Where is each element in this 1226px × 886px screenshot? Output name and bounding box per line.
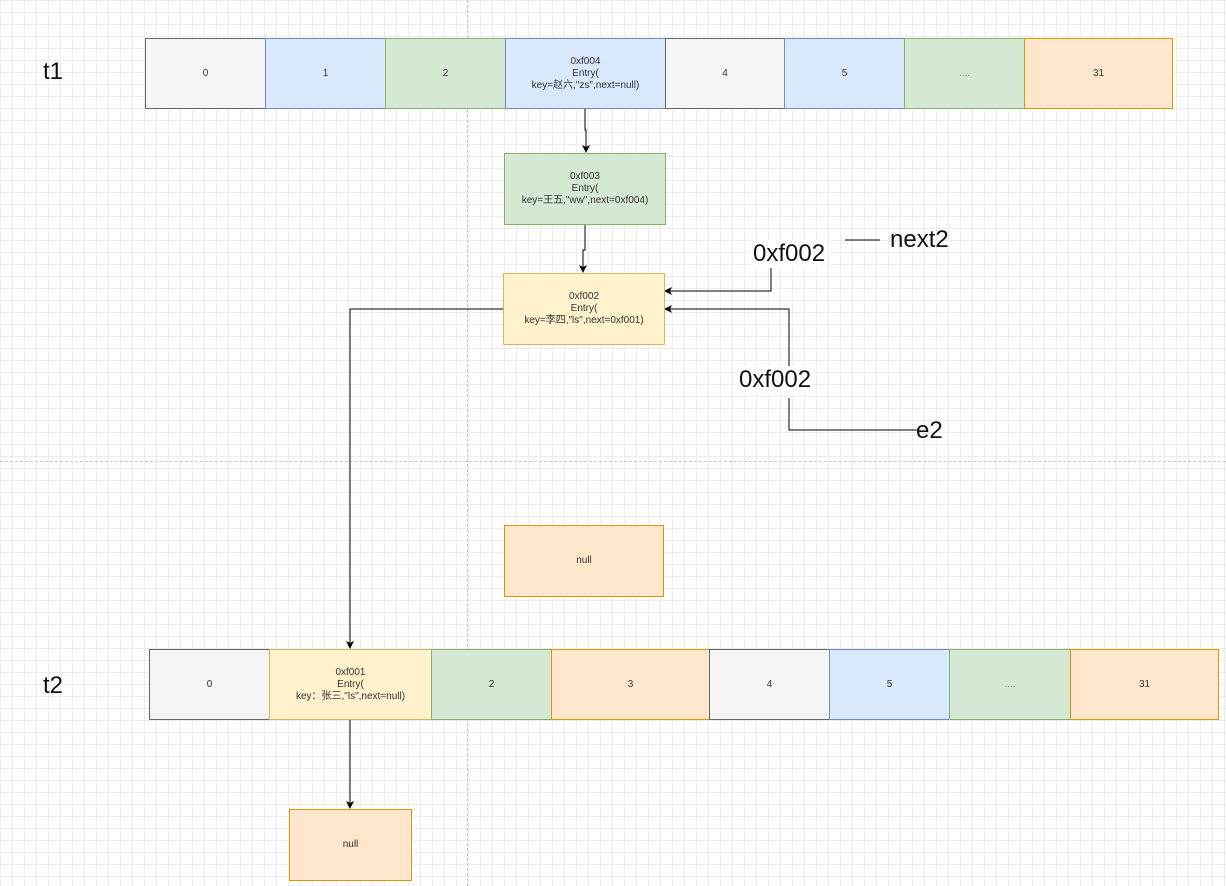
- t1-slot-4[interactable]: 4: [665, 38, 785, 109]
- null-node-middle[interactable]: null: [504, 525, 664, 597]
- t2-label: t2: [43, 672, 64, 699]
- t2-slot-0[interactable]: 0: [149, 649, 270, 720]
- t2-slot-4[interactable]: 4: [709, 649, 830, 720]
- page-break-horizontal: [0, 461, 1226, 462]
- t1-slot-1[interactable]: 1: [265, 38, 386, 109]
- t2-slot-1[interactable]: 0xf001 Entry( key：张三,"ls",next=null): [269, 649, 432, 720]
- arrow-next2-to-f002: [664, 268, 772, 295]
- arrow-f002-to-t2-f001: [346, 308, 504, 649]
- t2-slot-7[interactable]: 31: [1070, 649, 1219, 720]
- arrow-f003-to-f002: [579, 224, 587, 273]
- line-e2-label: [788, 398, 918, 431]
- e2-label: e2: [916, 417, 943, 444]
- t1-slot-3[interactable]: 0xf004 Entry( key=赵六,"zs",next=null): [505, 38, 666, 109]
- t1-slot-2[interactable]: 2: [385, 38, 506, 109]
- null-node-bottom[interactable]: null: [289, 809, 412, 881]
- next2-address: 0xf002: [751, 240, 828, 268]
- e2-address: 0xf002: [737, 366, 814, 394]
- t2-slot-3[interactable]: 3: [551, 649, 710, 720]
- arrow-f004-to-f003: [582, 108, 590, 153]
- entry-node-0xf002[interactable]: 0xf002 Entry( key=李四,"ls",next=0xf001): [503, 273, 665, 345]
- t2-slot-5[interactable]: 5: [829, 649, 950, 720]
- t1-label: t1: [43, 58, 64, 85]
- t1-slot-5[interactable]: 5: [784, 38, 905, 109]
- page-break-vertical: [467, 0, 468, 886]
- t1-slot-0[interactable]: 0: [145, 38, 266, 109]
- t2-slot-2[interactable]: 2: [431, 649, 552, 720]
- next2-label: next2: [890, 226, 949, 253]
- t2-slot-6[interactable]: ....: [949, 649, 1071, 720]
- t1-slot-6[interactable]: ....: [904, 38, 1025, 109]
- t1-slot-7[interactable]: 31: [1024, 38, 1173, 109]
- entry-node-0xf003[interactable]: 0xf003 Entry( key=王五,"ww",next=0xf004): [504, 153, 666, 225]
